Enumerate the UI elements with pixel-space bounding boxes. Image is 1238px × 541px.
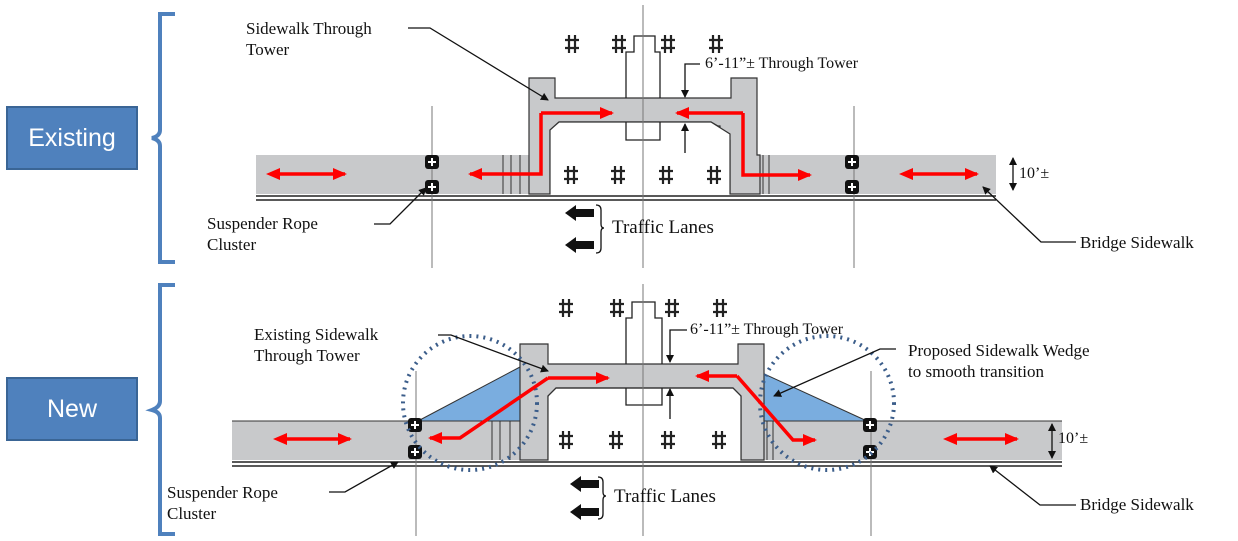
existing-clearance-label: 6’-11”± Through Tower <box>705 55 859 72</box>
existing-bridge-sidewalk-label: Bridge Sidewalk <box>1080 233 1194 252</box>
new-section-label: New <box>6 377 138 441</box>
new-suspender-label-line2: Cluster <box>167 504 217 523</box>
new-tower-column <box>625 301 663 364</box>
existing-sidewalk-through-tower-label: Sidewalk Through Tower <box>246 18 372 60</box>
existing-sidewalk-label-line2: Tower <box>246 40 290 59</box>
existing-suspender-label-line2: Cluster <box>207 235 257 254</box>
existing-suspender-label-line1: Suspender Rope <box>207 214 318 233</box>
existing-traffic-arrows <box>565 205 594 253</box>
existing-section-label: Existing <box>6 106 138 170</box>
new-suspender-label: Suspender Rope Cluster <box>167 482 278 524</box>
new-sidewalk-label-line2: Through Tower <box>254 346 360 365</box>
new-section <box>145 283 1076 536</box>
proposed-wedge-label-line2: to smooth transition <box>908 362 1044 381</box>
existing-bracket <box>151 12 175 264</box>
proposed-wedge-label: Proposed Sidewalk Wedge to smooth transi… <box>908 340 1090 382</box>
new-bridge-sidewalk-label: Bridge Sidewalk <box>1080 495 1194 514</box>
existing-pedestrian-path <box>266 107 979 181</box>
existing-sidewalk-label-line1: Sidewalk Through <box>246 19 372 38</box>
new-traffic-lanes-label: Traffic Lanes <box>614 486 716 507</box>
new-traffic-arrows <box>570 476 599 520</box>
new-existing-sidewalk-label: Existing Sidewalk Through Tower <box>254 324 378 366</box>
new-width-label: 10’± <box>1058 430 1089 447</box>
left-transition-highlight <box>401 334 539 472</box>
new-clearance-label: 6’-11”± Through Tower <box>690 321 844 338</box>
new-bracket <box>145 283 175 536</box>
proposed-wedge-left <box>417 366 521 422</box>
new-pedestrian-path <box>273 370 1019 446</box>
existing-traffic-lanes-label: Traffic Lanes <box>612 217 714 238</box>
new-suspender-label-line1: Suspender Rope <box>167 483 278 502</box>
existing-suspender-label: Suspender Rope Cluster <box>207 213 318 255</box>
existing-width-label: 10’± <box>1019 165 1050 182</box>
existing-tower-column <box>625 35 661 98</box>
new-sidewalk-label-line1: Existing Sidewalk <box>254 325 379 344</box>
existing-section <box>151 5 1076 268</box>
proposed-wedge-label-line1: Proposed Sidewalk Wedge <box>908 341 1090 360</box>
